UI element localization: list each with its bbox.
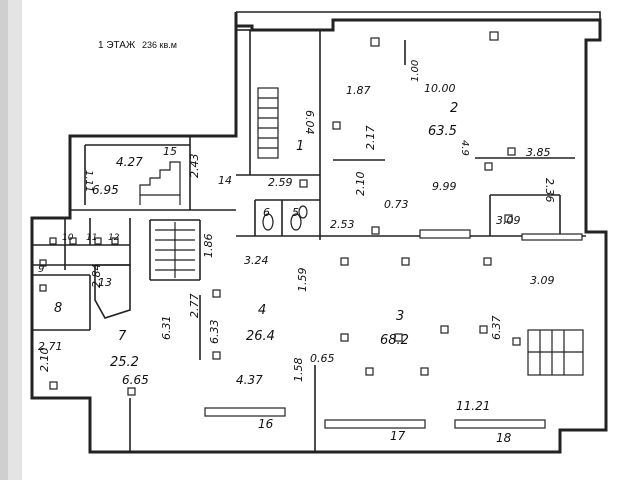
stairs-room-15 xyxy=(139,161,181,205)
dim-2-10-lower: 2.10 xyxy=(38,348,51,373)
room-number-6: 6 xyxy=(263,206,270,219)
dim-4-9: 4.9 xyxy=(459,140,470,156)
room-area-2: 63.5 xyxy=(428,124,457,139)
dim-10-00: 10.00 xyxy=(424,82,456,95)
floor-label: 1 ЭТАЖ xyxy=(98,40,136,51)
dim-3-09-upper: 3.09 xyxy=(496,214,521,227)
room-number-1: 1 xyxy=(296,139,304,154)
room-number-4: 4 xyxy=(258,303,266,318)
dim-0-65: 0.65 xyxy=(310,352,335,365)
dim-2-84: 2.84 xyxy=(90,264,103,289)
room-number-17: 17 xyxy=(390,429,406,443)
room-number-16: 16 xyxy=(258,417,274,431)
stairs-right xyxy=(527,329,584,376)
dim-1-00: 1.00 xyxy=(410,60,421,82)
room-number-18: 18 xyxy=(496,431,512,445)
room-number-13: 13 xyxy=(98,276,112,289)
dim-2-53: 2.53 xyxy=(330,218,355,231)
inner-walls xyxy=(32,30,586,452)
dim-0-73: 0.73 xyxy=(384,198,409,211)
room-number-3: 3 xyxy=(396,309,404,324)
room-area-3: 68.2 xyxy=(380,333,409,348)
room-number-10: 10 xyxy=(62,233,74,243)
dim-4-37: 4.37 xyxy=(236,373,263,387)
dim-2-36: 2.36 xyxy=(543,178,556,203)
dim-1-11: 1.11 xyxy=(83,170,94,192)
dim-2-77: 2.77 xyxy=(188,294,201,319)
scan-shadow-inner xyxy=(0,0,8,480)
dim-11-21: 11.21 xyxy=(456,399,490,413)
toilet-fixtures xyxy=(262,205,308,231)
dim-9-99: 9.99 xyxy=(432,180,457,193)
outer-walls xyxy=(30,11,608,454)
room-number-7: 7 xyxy=(118,329,127,344)
dim-2-43: 2.43 xyxy=(188,154,201,179)
room-area-7: 25.2 xyxy=(110,355,139,370)
dim-3-09-lower: 3.09 xyxy=(530,274,555,287)
dim-6-31: 6.31 xyxy=(160,316,173,341)
dim-2-59: 2.59 xyxy=(268,176,293,189)
room-number-12: 12 xyxy=(108,233,120,243)
dim-6-37: 6.37 xyxy=(490,316,503,341)
stairs-room-1 xyxy=(257,87,279,159)
dim-3-85: 3.85 xyxy=(526,146,551,159)
dim-4-27: 4.27 xyxy=(116,155,143,169)
room-number-2: 2 xyxy=(450,101,458,116)
dim-6-65: 6.65 xyxy=(122,373,149,387)
room-area-4: 26.4 xyxy=(246,329,275,344)
stairs-center xyxy=(155,222,195,278)
room-number-8: 8 xyxy=(54,301,62,316)
dim-6-33: 6.33 xyxy=(208,320,221,345)
columns xyxy=(39,31,521,396)
windows xyxy=(204,229,583,429)
dim-1-86: 1.86 xyxy=(202,234,215,259)
dim-3-24: 3.24 xyxy=(244,254,269,267)
area-label: 236 кв.м xyxy=(142,40,177,50)
dim-6-95: 6.95 xyxy=(92,183,119,197)
dim-1-59: 1.59 xyxy=(296,268,309,293)
room-number-5: 5 xyxy=(292,206,299,219)
room-number-14: 14 xyxy=(218,174,232,187)
dim-1-58: 1.58 xyxy=(292,358,305,383)
dim-6-04: 6.04 xyxy=(303,110,316,135)
dim-2-10: 2.10 xyxy=(354,172,367,197)
dim-2-17: 2.17 xyxy=(364,126,377,151)
room-number-9: 9 xyxy=(38,264,44,275)
dim-2-71: 2.71 xyxy=(38,340,63,353)
room-number-11: 11 xyxy=(86,233,97,243)
dim-1-87: 1.87 xyxy=(346,84,371,97)
room-number-15: 15 xyxy=(163,145,177,158)
